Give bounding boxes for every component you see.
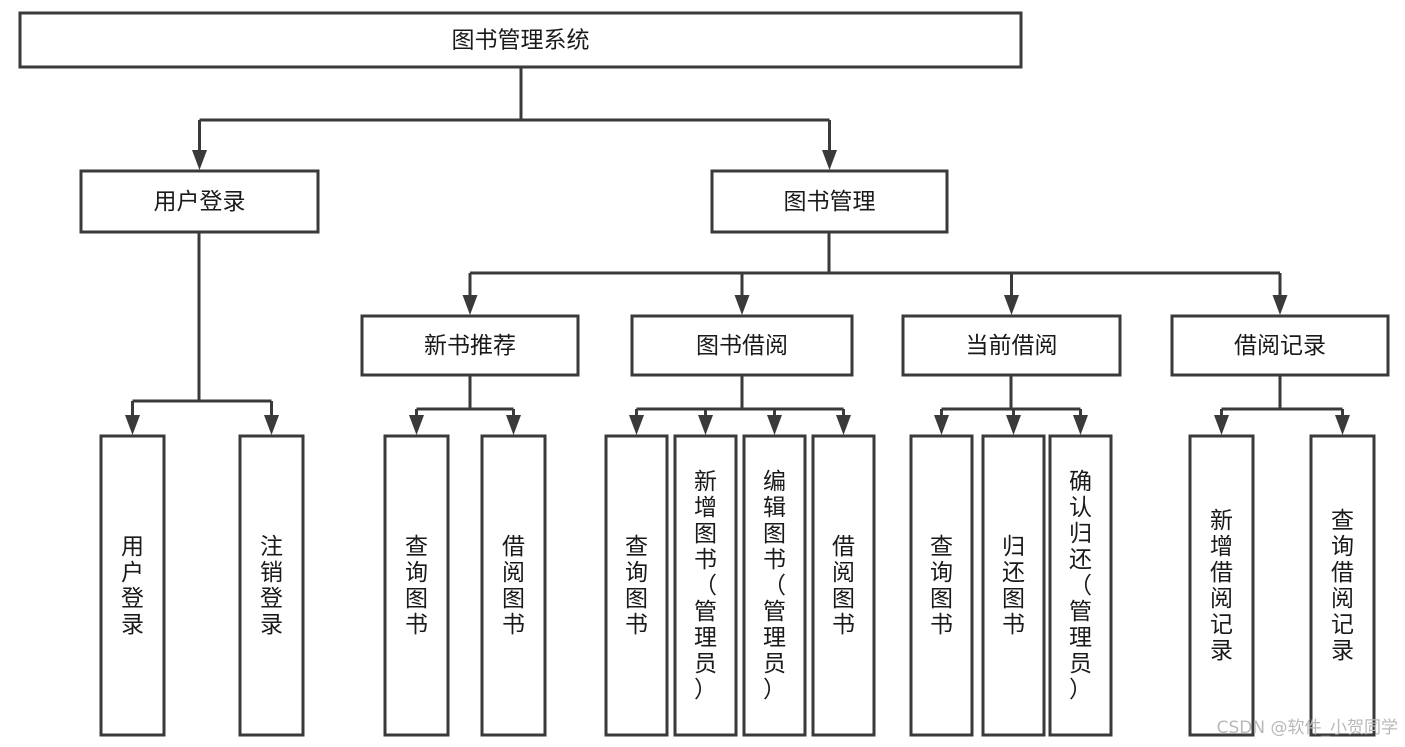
- edge-n-root-to-n-user-login: [192, 67, 523, 170]
- node-feature-12[interactable]: 查询借阅记录: [1309, 434, 1376, 737]
- node-feature-9-box[interactable]: [981, 434, 1046, 737]
- edge-n-root-to-n-book-manage: [519, 67, 837, 170]
- node-feature-5[interactable]: 新增图书（管理员）: [673, 434, 738, 737]
- node-submodule-2-box[interactable]: [901, 314, 1122, 377]
- node-feature-3-box[interactable]: [480, 434, 547, 737]
- node-feature-9-label: 归还图书: [1002, 534, 1025, 638]
- node-feature-11-box[interactable]: [1188, 434, 1255, 737]
- node-root-system[interactable]: 图书管理系统: [18, 11, 1023, 69]
- edge-n-user-login-to-n-leaf-user-login: [125, 232, 201, 435]
- node-feature-2-label: 查询图书: [405, 534, 428, 638]
- node-feature-8-box[interactable]: [909, 434, 974, 737]
- node-feature-6-label: 编辑图书（管理员）: [763, 469, 786, 703]
- edge-n-new-book-rec-to-n-leaf-query-book-rec: [409, 375, 472, 435]
- edge-n-book-borrow-to-n-leaf-add-book: [698, 375, 744, 435]
- node-feature-2-box[interactable]: [383, 434, 450, 737]
- node-feature-4-label: 查询图书: [625, 534, 648, 638]
- edge-n-new-book-rec-to-n-leaf-borrow-book-rec: [468, 375, 521, 435]
- node-layer: 图书管理系统用户登录图书管理新书推荐图书借阅当前借阅借阅记录用户登录注销登录查询…: [18, 11, 1390, 737]
- node-feature-0-box[interactable]: [99, 434, 166, 737]
- node-root-system-label: 图书管理系统: [452, 28, 590, 54]
- connector-layer: [125, 67, 1350, 435]
- edge-n-book-borrow-to-n-leaf-query-book-bor: [629, 375, 744, 435]
- node-submodule-0-label: 新书推荐: [424, 333, 516, 359]
- edge-n-book-borrow-to-n-leaf-borrow-book-bor: [740, 375, 851, 435]
- node-feature-6[interactable]: 编辑图书（管理员）: [742, 434, 807, 737]
- node-root-system-box[interactable]: [18, 11, 1023, 69]
- node-feature-1-box[interactable]: [238, 434, 305, 737]
- node-submodule-3-box[interactable]: [1170, 314, 1390, 377]
- node-submodule-0-box[interactable]: [360, 314, 580, 377]
- node-module-0-box[interactable]: [79, 169, 320, 234]
- node-module-1-box[interactable]: [710, 169, 949, 234]
- node-feature-5-label: 新增图书（管理员）: [694, 469, 717, 703]
- edge-n-book-manage-to-n-borrow-record: [827, 232, 1288, 315]
- edge-n-borrow-record-to-n-leaf-add-record: [1214, 375, 1282, 435]
- node-feature-7[interactable]: 借阅图书: [811, 434, 876, 737]
- node-module-0[interactable]: 用户登录: [79, 169, 320, 234]
- node-feature-8[interactable]: 查询图书: [909, 434, 974, 737]
- edge-n-borrow-record-to-n-leaf-query-record: [1278, 375, 1350, 435]
- node-submodule-3[interactable]: 借阅记录: [1170, 314, 1390, 377]
- node-feature-9[interactable]: 归还图书: [981, 434, 1046, 737]
- node-feature-6-box[interactable]: [742, 434, 807, 737]
- edge-n-user-login-to-n-leaf-logout: [197, 232, 279, 435]
- node-feature-11[interactable]: 新增借阅记录: [1188, 434, 1255, 737]
- edge-n-current-borrow-to-n-leaf-query-book-cur: [934, 375, 1013, 435]
- node-submodule-1-label: 图书借阅: [696, 333, 788, 359]
- node-feature-4[interactable]: 查询图书: [604, 434, 669, 737]
- node-module-0-label: 用户登录: [154, 189, 246, 215]
- node-feature-12-label: 查询借阅记录: [1331, 508, 1354, 664]
- node-feature-12-box[interactable]: [1309, 434, 1376, 737]
- node-feature-5-box[interactable]: [673, 434, 738, 737]
- node-feature-1[interactable]: 注销登录: [238, 434, 305, 737]
- node-submodule-0[interactable]: 新书推荐: [360, 314, 580, 377]
- edge-n-book-manage-to-n-book-borrow: [734, 232, 831, 315]
- node-feature-0[interactable]: 用户登录: [99, 434, 166, 737]
- node-submodule-1[interactable]: 图书借阅: [630, 314, 854, 377]
- edge-n-book-borrow-to-n-leaf-edit-book: [740, 375, 782, 435]
- node-feature-3[interactable]: 借阅图书: [480, 434, 547, 737]
- node-feature-4-box[interactable]: [604, 434, 669, 737]
- node-feature-7-box[interactable]: [811, 434, 876, 737]
- node-submodule-1-box[interactable]: [630, 314, 854, 377]
- edge-n-current-borrow-to-n-leaf-return-book: [1006, 375, 1021, 435]
- node-feature-3-label: 借阅图书: [502, 534, 525, 638]
- node-submodule-3-label: 借阅记录: [1234, 333, 1326, 359]
- node-feature-2[interactable]: 查询图书: [383, 434, 450, 737]
- node-submodule-2[interactable]: 当前借阅: [901, 314, 1122, 377]
- node-submodule-2-label: 当前借阅: [966, 333, 1058, 359]
- node-module-1[interactable]: 图书管理: [710, 169, 949, 234]
- node-feature-7-label: 借阅图书: [832, 534, 855, 638]
- csdn-watermark: CSDN @软件_小贺同学: [1217, 718, 1398, 738]
- node-feature-10-box[interactable]: [1048, 434, 1113, 737]
- node-feature-8-label: 查询图书: [930, 534, 953, 638]
- node-feature-10[interactable]: 确认归还（管理员）: [1048, 434, 1113, 737]
- edge-n-current-borrow-to-n-leaf-confirm-return: [1009, 375, 1088, 435]
- node-feature-11-label: 新增借阅记录: [1210, 508, 1233, 664]
- node-feature-1-label: 注销登录: [260, 534, 283, 638]
- node-module-1-label: 图书管理: [784, 189, 876, 215]
- node-feature-10-label: 确认归还（管理员）: [1069, 469, 1092, 703]
- node-feature-0-label: 用户登录: [121, 534, 144, 638]
